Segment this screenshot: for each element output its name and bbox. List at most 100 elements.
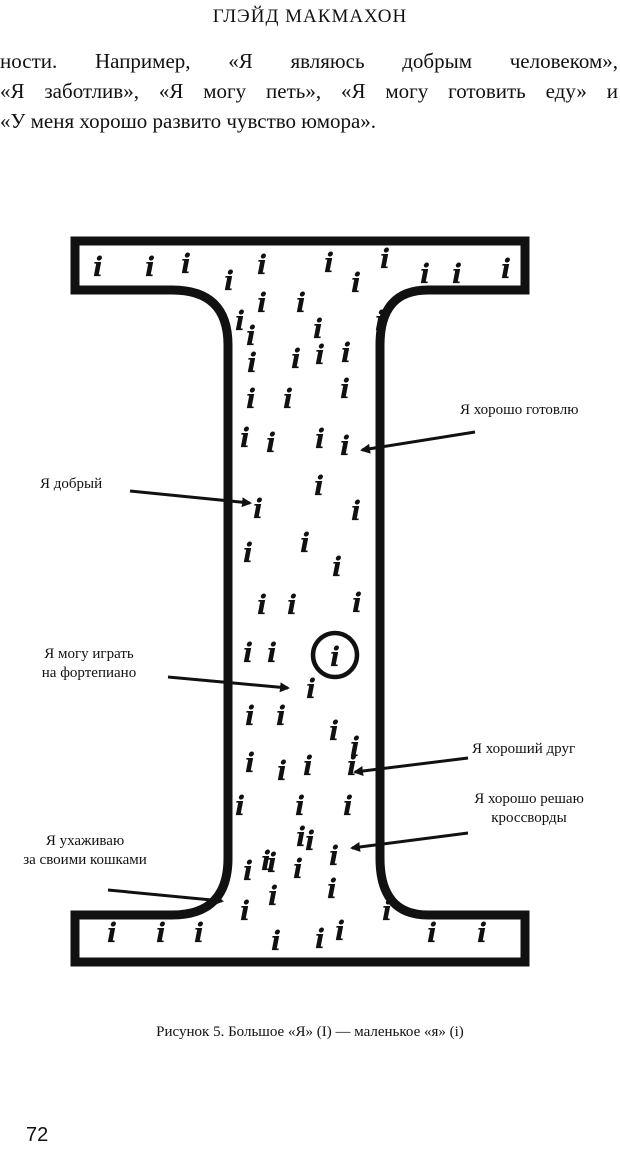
small-i-glyph: i xyxy=(287,590,297,621)
small-i-glyph: i xyxy=(351,268,361,299)
small-i-glyph: i xyxy=(477,918,487,949)
small-i-glyph: i xyxy=(295,791,305,822)
arrow-friend xyxy=(353,756,469,776)
small-i-glyph: i xyxy=(340,374,350,405)
small-i-glyph: i xyxy=(315,340,325,371)
small-i-glyph: i xyxy=(235,791,245,822)
arrow-piano xyxy=(167,675,290,693)
small-i-glyph: i xyxy=(315,424,325,455)
small-i-glyph: i xyxy=(246,321,256,352)
arrow-kind xyxy=(129,489,252,508)
small-i-glyph: i xyxy=(257,288,267,319)
small-i-glyph: i xyxy=(327,874,337,905)
small-i-glyph: i xyxy=(266,428,276,459)
body-line: ности. Например, «Я являюсь добрым челов… xyxy=(0,49,618,73)
small-i-glyph: i xyxy=(296,822,306,853)
small-i-glyph: i xyxy=(350,732,360,763)
small-i-glyph: i xyxy=(276,701,286,732)
label-piano-line2: на фортепиано xyxy=(41,665,137,681)
small-i-glyph: i xyxy=(341,338,351,369)
highlighted-i-glyph: i xyxy=(330,642,340,673)
label-cats-line1: Я ухаживаю xyxy=(45,833,125,849)
body-line: «Я заботлив», «Я могу петь», «Я могу гот… xyxy=(0,79,618,103)
small-i-glyph: i xyxy=(300,528,310,559)
small-i-glyph: i xyxy=(247,348,257,379)
small-i-glyph: i xyxy=(243,856,253,887)
small-i-glyph: i xyxy=(240,896,250,927)
small-i-glyph: i xyxy=(315,924,325,955)
label-cook: Я хорошо готовлю xyxy=(460,402,579,418)
small-i-glyph: i xyxy=(235,306,245,337)
label-crosswords-line2: кроссворды xyxy=(491,810,567,826)
small-i-glyph: i xyxy=(271,926,281,957)
label-friend: Я хороший друг xyxy=(472,741,576,757)
small-i-glyph: i xyxy=(427,918,437,949)
page-number: 72 xyxy=(26,1124,49,1146)
small-i-glyph: i xyxy=(245,701,255,732)
label-cats: Я ухаживаю за своими кошками xyxy=(0,832,170,870)
small-i-glyph: i xyxy=(352,588,362,619)
small-i-glyph: i xyxy=(329,841,339,872)
small-i-glyph: i xyxy=(313,314,323,345)
small-i-glyph: i xyxy=(452,259,462,290)
small-i-glyph: i xyxy=(240,423,250,454)
small-i-glyph: i xyxy=(267,638,277,669)
body-line: «У меня хорошо развито чувство юмора». xyxy=(0,109,377,133)
small-i-glyph: i xyxy=(261,846,271,877)
small-i-glyph: i xyxy=(324,248,334,279)
small-i-glyph: i xyxy=(375,306,385,337)
small-i-glyph: i xyxy=(340,431,350,462)
small-i-glyph: i xyxy=(382,896,392,927)
small-i-glyph: i xyxy=(257,250,267,281)
small-i-glyph: i xyxy=(224,266,234,297)
small-i-glyph: i xyxy=(332,552,342,583)
small-i-glyph: i xyxy=(380,244,390,275)
small-i-glyph: i xyxy=(277,756,287,787)
small-i-glyph: i xyxy=(291,344,301,375)
small-i-glyph: i xyxy=(93,252,103,283)
small-i-glyph: i xyxy=(501,254,511,285)
small-i-glyph: i xyxy=(181,249,191,280)
big-i-outline xyxy=(70,236,530,967)
small-i-glyph: i xyxy=(145,252,155,283)
label-kind: Я добрый xyxy=(40,476,103,492)
small-i-glyph: i xyxy=(305,826,315,857)
small-i-glyph: i xyxy=(306,674,316,705)
small-i-glyph: i xyxy=(303,751,313,782)
arrow-cats xyxy=(107,888,224,906)
label-crosswords-line1: Я хорошо решаю xyxy=(474,791,584,807)
small-i-glyph: i xyxy=(314,471,324,502)
small-i-glyph: i xyxy=(420,259,430,290)
small-i-glyph: i xyxy=(107,918,117,949)
label-crosswords: Я хорошо решаю кроссворды xyxy=(454,790,604,828)
small-i-glyph: i xyxy=(351,496,361,527)
small-i-glyph: i xyxy=(283,384,293,415)
small-i-glyph: i xyxy=(293,854,303,885)
small-i-glyph: i xyxy=(296,288,306,319)
label-piano: Я могу играть на фортепиано xyxy=(14,645,164,683)
small-i-glyph: i xyxy=(268,881,278,912)
small-i-glyph: i xyxy=(243,638,253,669)
small-i-glyph: i xyxy=(246,384,256,415)
running-head: ГЛЭЙД МАКМАХОН xyxy=(212,6,408,27)
small-i-glyph: i xyxy=(335,916,345,947)
small-i-glyph: i xyxy=(267,848,277,879)
figure-caption: Рисунок 5. Большое «Я» (I) — маленькое «… xyxy=(156,1024,464,1040)
small-i-glyph: i xyxy=(257,590,267,621)
small-i-glyph: i xyxy=(194,918,204,949)
label-piano-line1: Я могу играть xyxy=(44,646,134,662)
small-i-glyph: i xyxy=(329,716,339,747)
small-i-glyph: i xyxy=(243,538,253,569)
small-i-glyph: i xyxy=(347,751,357,782)
small-i-glyph: i xyxy=(245,748,255,779)
highlight-circle xyxy=(310,630,360,680)
arrow-crosswords xyxy=(350,831,469,852)
small-i-glyph: i xyxy=(156,918,166,949)
body-paragraph: ности. Например, «Я являюсь добрым челов… xyxy=(0,46,618,136)
arrow-cook xyxy=(360,430,476,454)
label-cats-line2: за своими кошками xyxy=(23,852,147,868)
small-i-glyph: i xyxy=(343,791,353,822)
small-i-glyph: i xyxy=(253,494,263,525)
